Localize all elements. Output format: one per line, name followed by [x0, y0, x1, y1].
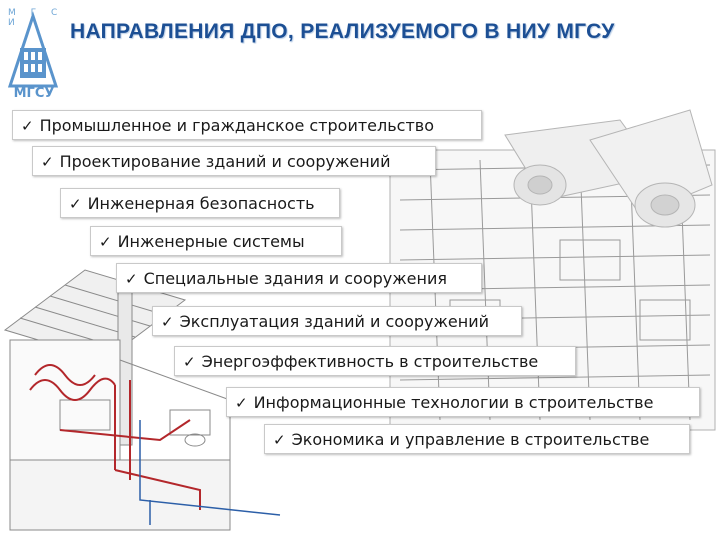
water-pipes — [139, 420, 281, 525]
item-label: Промышленное и гражданское строительство — [39, 116, 434, 135]
item-label: Информационные технологии в строительств… — [253, 393, 654, 412]
check-icon: ✓ — [161, 313, 174, 331]
list-item: ✓ Инженерные системы — [90, 226, 342, 256]
list-item: ✓ Информационные технологии в строительст… — [226, 387, 700, 417]
item-label: Инженерная безопасность — [87, 194, 315, 213]
logo-emblem — [7, 11, 59, 88]
item-label: Специальные здания и сооружения — [143, 269, 447, 288]
list-item: ✓ Специальные здания и сооружения — [116, 263, 482, 293]
item-label: Инженерные системы — [117, 232, 305, 251]
list-item: ✓ Инженерная безопасность — [60, 188, 340, 218]
check-icon: ✓ — [273, 431, 286, 449]
check-icon: ✓ — [183, 353, 196, 371]
check-icon: ✓ — [235, 394, 248, 412]
check-icon: ✓ — [99, 233, 112, 251]
list-item: ✓ Промышленное и гражданское строительств… — [12, 110, 482, 140]
check-icon: ✓ — [125, 270, 138, 288]
list-item: ✓ Проектирование зданий и сооружений — [32, 146, 436, 176]
item-label: Экономика и управление в строительстве — [291, 430, 650, 449]
item-label: Проектирование зданий и сооружений — [59, 152, 391, 171]
item-label: Эксплуатация зданий и сооружений — [179, 312, 490, 331]
logo-text: МГСУ — [13, 86, 55, 101]
check-icon: ✓ — [41, 153, 54, 171]
rolled-blueprints — [504, 109, 713, 228]
mgsu-logo: М Г С И МГСУ — [4, 8, 64, 101]
list-item: ✓ Энергоэффективность в строительстве — [174, 346, 576, 376]
list-item: ✓ Эксплуатация зданий и сооружений — [152, 306, 522, 336]
check-icon: ✓ — [69, 195, 82, 213]
page-title: НАПРАВЛЕНИЯ ДПО, РЕАЛИЗУЕМОГО В НИУ МГСУ — [70, 20, 615, 43]
heating-pipes — [29, 364, 201, 510]
check-icon: ✓ — [21, 117, 34, 135]
list-item: ✓ Экономика и управление в строительстве — [264, 424, 690, 454]
item-label: Энергоэффективность в строительстве — [201, 352, 539, 371]
logo-top-letters: М Г С И — [8, 8, 64, 28]
